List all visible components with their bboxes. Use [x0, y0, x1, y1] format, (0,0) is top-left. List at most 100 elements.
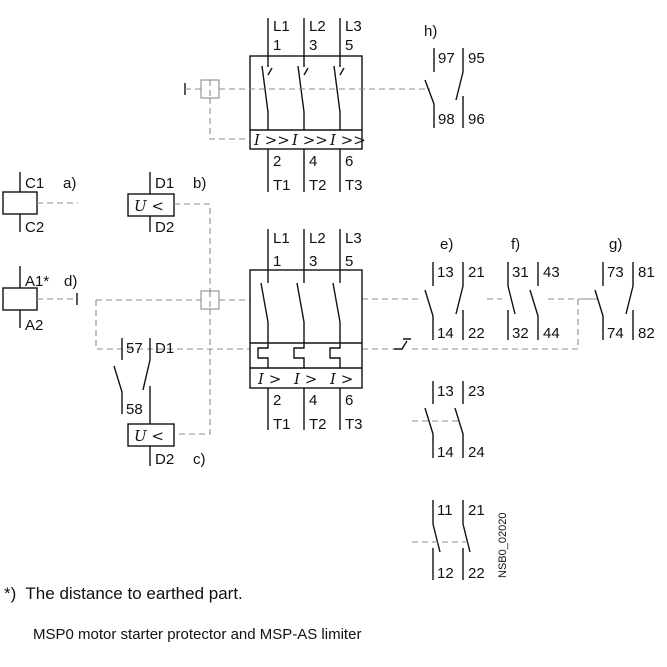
top-breaker-line-wires	[267, 18, 341, 56]
contacts-g-no-blade	[594, 289, 604, 340]
contacts-e-14: 14	[437, 325, 454, 342]
contacts-f-tag: f)	[511, 236, 520, 253]
release-c-symbol: U <	[134, 427, 164, 445]
release-c-tag: c)	[193, 451, 206, 468]
release-c-d2: D2	[155, 451, 174, 468]
contacts-e: e) 13 21 14 22	[424, 236, 485, 342]
top-mechanical-link	[184, 79, 430, 140]
coil-c-body	[2, 191, 38, 215]
release-b-tag: b)	[193, 175, 206, 192]
drawing-code: NSB0_02020	[497, 513, 509, 578]
contacts-e3-nc-blade-2	[462, 523, 471, 580]
contacts-h-tag: h)	[424, 23, 437, 40]
footnote-mark: *)	[4, 584, 17, 603]
contacts-f-upper-wires	[507, 262, 539, 286]
contacts-e2-blade-1	[424, 407, 434, 458]
main-breaker-4-label: 4	[309, 392, 317, 409]
main-breaker: L1 L2 L3 1 3 5 I > I > I > 2 4 6 T1 T2 T…	[249, 229, 363, 433]
release-c-contact-blade	[113, 365, 123, 414]
main-breaker-line-wires	[267, 229, 341, 270]
contacts-g-74: 74	[607, 325, 624, 342]
release-b-dashed-link	[174, 203, 211, 291]
coil-a-body	[2, 287, 38, 311]
contacts-f-32: 32	[512, 325, 529, 342]
main-breaker-t3-label: T3	[345, 416, 363, 433]
contacts-h-95: 95	[468, 50, 485, 67]
main-breaker-l3-label: L3	[345, 230, 362, 247]
contacts-e2-14: 14	[437, 444, 454, 461]
top-breaker-l2-label: L2	[309, 18, 326, 35]
main-link-to-release-c	[174, 309, 211, 435]
top-breaker-switch-1	[261, 65, 273, 130]
main-breaker-t2-label: T2	[309, 416, 327, 433]
footnote-text: The distance to earthed part.	[25, 584, 243, 603]
top-breaker-switch-2	[297, 65, 309, 130]
contacts-e-no-blade	[424, 289, 434, 340]
contacts-g-tag: g)	[609, 236, 622, 253]
main-breaker-trip-3: I >	[329, 370, 353, 388]
contacts-f-43: 43	[543, 264, 560, 281]
main-breaker-thermal-3	[329, 343, 341, 368]
contacts-e-upper-wires	[432, 262, 464, 286]
main-breaker-switch-3	[332, 282, 341, 343]
main-breaker-l2-label: L2	[309, 230, 326, 247]
release-b-d2: D2	[155, 219, 174, 236]
contacts-e-21: 21	[468, 264, 485, 281]
coil-a-tag: d)	[64, 273, 77, 290]
footnote: *) The distance to earthed part.	[4, 584, 243, 604]
contacts-e2-upper-wires	[432, 381, 464, 404]
contacts-e3-upper-wires	[432, 500, 464, 524]
top-breaker-upper-stubs	[267, 56, 341, 67]
contacts-e-tag: e)	[440, 236, 453, 253]
main-link-latch	[394, 338, 411, 350]
contacts-h-98: 98	[438, 111, 455, 128]
coil-c-tag: a)	[63, 175, 76, 192]
top-breaker-switch-3	[333, 65, 345, 130]
contacts-g-upper-wires	[602, 262, 634, 286]
contacts-e3: 11 21 12 22	[412, 500, 485, 582]
contacts-e3-nc-blade-1	[432, 523, 441, 580]
top-breaker-5-label: 5	[345, 37, 353, 54]
release-b: U < D1 D2 b)	[127, 172, 211, 291]
top-breaker-l1-label: L1	[273, 18, 290, 35]
top-breaker-trip-1: I >>	[253, 131, 290, 149]
main-breaker-thermal-1	[257, 343, 269, 368]
top-breaker-l3-label: L3	[345, 18, 362, 35]
top-breaker-4-label: 4	[309, 153, 317, 170]
contacts-e3-21: 21	[468, 502, 485, 519]
contacts-e2-23: 23	[468, 383, 485, 400]
figure-caption: MSP0 motor starter protector and MSP-AS …	[33, 626, 362, 643]
top-breaker-trip-3: I >>	[329, 131, 366, 149]
main-breaker-5-label: 5	[345, 253, 353, 270]
top-breaker-t3-label: T3	[345, 177, 363, 194]
main-breaker-switch-1	[260, 282, 269, 343]
release-c-57: 57	[126, 340, 143, 357]
contacts-f-no-blade	[529, 289, 539, 340]
top-breaker-3-label: 3	[309, 37, 317, 54]
contacts-f-31: 31	[512, 264, 529, 281]
coil-c-c1: C1	[25, 175, 44, 192]
main-breaker-switch-2	[296, 282, 305, 343]
contacts-g: g) 73 81 74 82	[594, 236, 655, 342]
main-breaker-thermal-2	[293, 343, 305, 368]
release-b-symbol: U <	[134, 197, 164, 215]
release-c-nc-blade	[142, 359, 151, 424]
top-breaker-trip-2: I >>	[291, 131, 328, 149]
release-b-d1: D1	[155, 175, 174, 192]
top-breaker-t1-label: T1	[273, 177, 291, 194]
main-mechanical-link	[95, 290, 598, 435]
contacts-g-81: 81	[638, 264, 655, 281]
contacts-e-13: 13	[437, 264, 454, 281]
coil-a: A1* A2 d)	[2, 266, 78, 334]
contacts-h-no-blade	[424, 79, 435, 128]
contacts-e-22: 22	[468, 325, 485, 342]
contacts-h-96: 96	[468, 111, 485, 128]
top-breaker-t2-label: T2	[309, 177, 327, 194]
contacts-e2-blade-2	[454, 407, 464, 458]
main-breaker-upper-stubs	[267, 270, 341, 283]
coil-a-a2: A2	[25, 317, 43, 334]
coil-c-c2: C2	[25, 219, 44, 236]
main-breaker-3-label: 3	[309, 253, 317, 270]
top-breaker-2-label: 2	[273, 153, 281, 170]
